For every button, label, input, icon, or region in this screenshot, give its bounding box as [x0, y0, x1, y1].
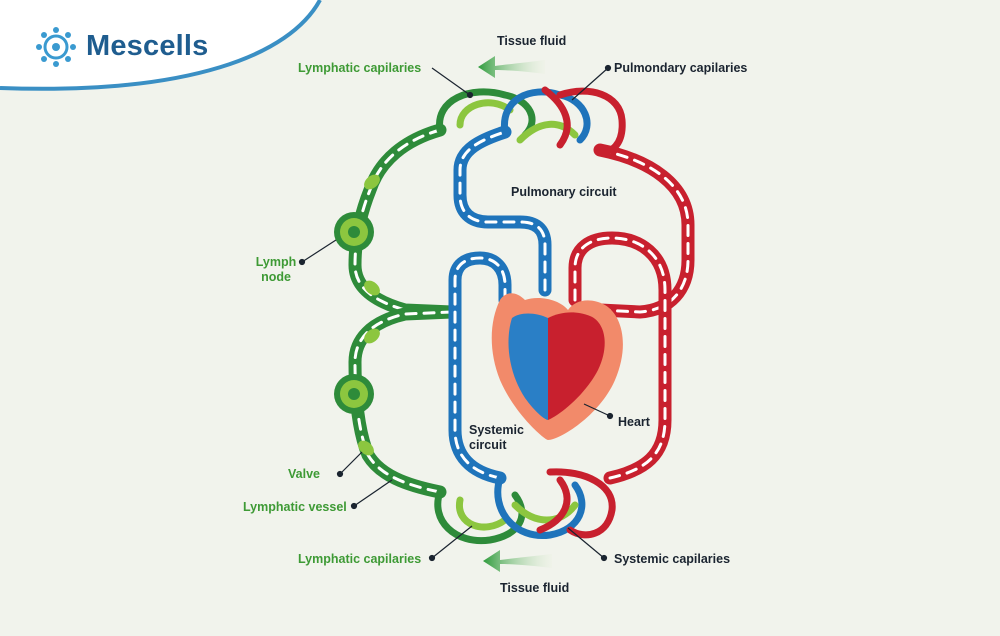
tissue-fluid-top-label: Tissue fluid [497, 34, 567, 48]
lymphatic-capilaries-top-label: Lymphatic capilaries [298, 61, 422, 75]
pulmonary-circuit-label: Pulmonary circuit [511, 185, 617, 199]
heart-label: Heart [618, 415, 650, 429]
tissue-fluid-bottom-label: Tissue fluid [500, 581, 570, 595]
lymphatic-vessel-label: Lymphatic vessel [243, 500, 347, 514]
valve-label: Valve [288, 467, 320, 481]
systemic-circuit-label: Systemic circuit [469, 423, 524, 453]
tissue-fluid-arrow-top [478, 56, 545, 78]
systemic-circuit-label-line2: circuit [469, 438, 507, 452]
brand-name: Mescells [86, 30, 209, 62]
systemic-capilaries-label: Systemic capilaries [614, 552, 731, 566]
brand-logo-icon [36, 27, 76, 67]
lymphatic-capilaries-bottom-label: Lymphatic capilaries [298, 552, 422, 566]
blood-vessels [448, 125, 695, 485]
lymph-node-label: Lymph node [252, 255, 300, 285]
valve-icon [358, 174, 380, 456]
header-banner [0, 0, 322, 91]
lymph-node-label-line2: node [261, 270, 291, 284]
pulmonary-capillary-bed [436, 86, 626, 155]
pulmondary-capilaries-label: Pulmondary capilaries [614, 61, 748, 75]
systemic-circuit-label-line1: Systemic [469, 423, 524, 437]
heart-icon [491, 293, 623, 440]
tissue-fluid-arrow-bottom [483, 550, 552, 572]
label-pointers [298, 64, 614, 562]
systemic-capillary-bed [434, 468, 616, 545]
lymph-node-label-line1: Lymph [255, 255, 297, 269]
lymph-node-icon [334, 212, 374, 414]
